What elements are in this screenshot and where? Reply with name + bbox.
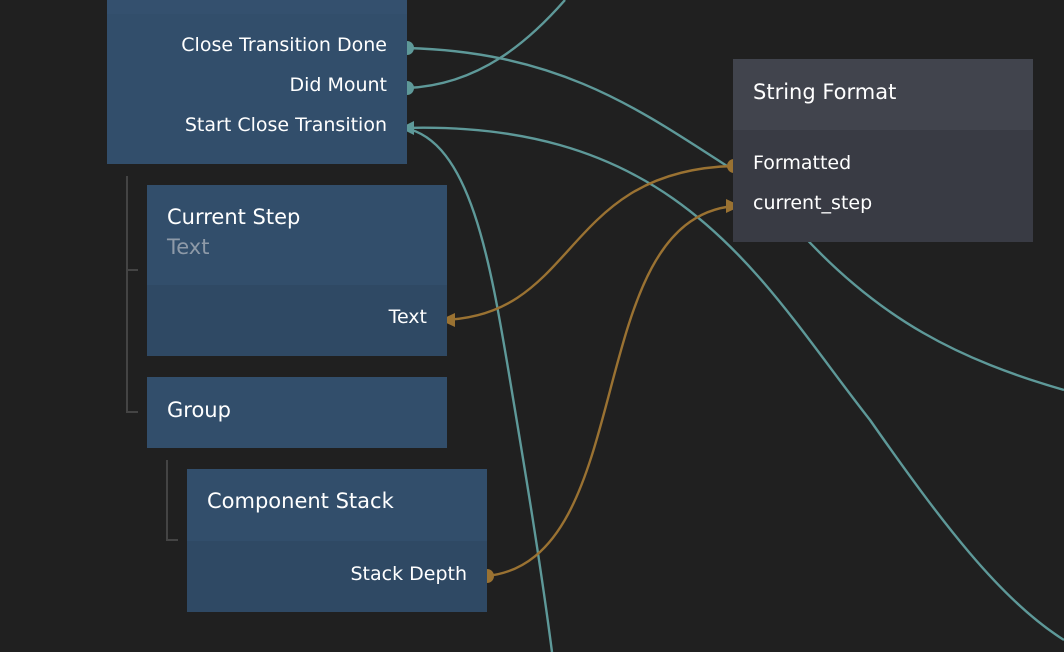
port-did-mount[interactable]: Did Mount (289, 74, 387, 96)
node-string-format[interactable]: String Format Formatted current_step (733, 59, 1033, 242)
node-header: Current Step Text (147, 185, 447, 285)
port-arrow-text[interactable] (440, 313, 455, 327)
node-component-stack[interactable]: Component Stack Stack Depth (187, 469, 487, 612)
hierarchy-tick-group (126, 411, 138, 413)
node-current-step[interactable]: Current Step Text Text (147, 185, 447, 356)
hierarchy-line-top (126, 176, 128, 412)
node-title: Group (167, 398, 231, 422)
connection-close-transition-done[interactable] (406, 46, 731, 170)
connection-stack-depth-to-current-step[interactable] (486, 204, 735, 578)
hierarchy-line-group (166, 460, 168, 540)
connection-start-close-transition-b[interactable] (403, 126, 554, 652)
port-start-close-transition[interactable]: Start Close Transition (184, 114, 387, 136)
node-body: Formatted current_step (733, 130, 1033, 242)
port-close-transition-done[interactable]: Close Transition Done (181, 34, 387, 56)
connection-start-close-transition-a[interactable] (403, 126, 1064, 642)
node-header: String Format (733, 59, 1033, 130)
node-title: Current Step (167, 205, 301, 229)
port-arrow-start-close-transition[interactable] (400, 121, 414, 135)
node-header (107, 0, 407, 14)
hierarchy-tick-current-step (126, 269, 138, 271)
node-body: Stack Depth (187, 541, 487, 612)
connection-formatted-to-text[interactable] (439, 164, 735, 322)
port-text[interactable]: Text (388, 306, 427, 328)
port-stack-depth[interactable]: Stack Depth (350, 563, 467, 585)
port-formatted[interactable]: Formatted (753, 152, 852, 174)
node-body: Text (147, 285, 447, 356)
node-title: String Format (753, 80, 897, 104)
hierarchy-tick-component-stack (166, 539, 178, 541)
connection-did-mount[interactable] (406, 0, 566, 90)
port-current-step[interactable]: current_step (753, 192, 873, 214)
node-top-component[interactable]: Close Transition Done Did Mount Start Cl… (107, 0, 407, 164)
node-header: Component Stack (187, 469, 487, 541)
node-group[interactable]: Group (147, 377, 447, 448)
node-title: Component Stack (207, 489, 394, 513)
node-subtitle: Text (167, 235, 210, 259)
connection-string-format-out[interactable] (799, 231, 1064, 392)
